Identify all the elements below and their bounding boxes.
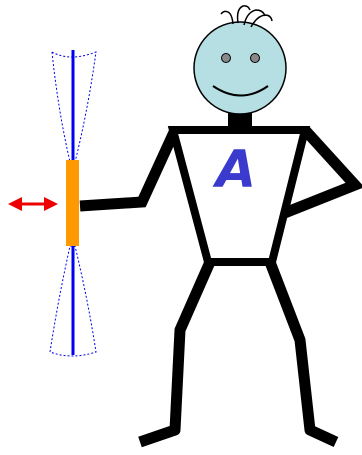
head [193,21,287,115]
hair [220,5,273,28]
smile [212,85,269,97]
string-envelope-top [51,51,97,163]
vibrating-string [49,50,97,357]
right-arm [259,126,362,228]
right-leg [264,260,339,447]
left-leg [138,259,216,448]
neck [228,112,252,132]
string-envelope-bottom [49,245,97,357]
right-eye [250,53,260,63]
left-eye [221,53,231,63]
face [193,21,287,115]
left-arm [79,127,180,212]
double-headed-arrow-icon [8,197,58,211]
hand-grip [66,160,79,246]
shirt-letter: A [212,140,256,200]
torso [167,126,311,266]
